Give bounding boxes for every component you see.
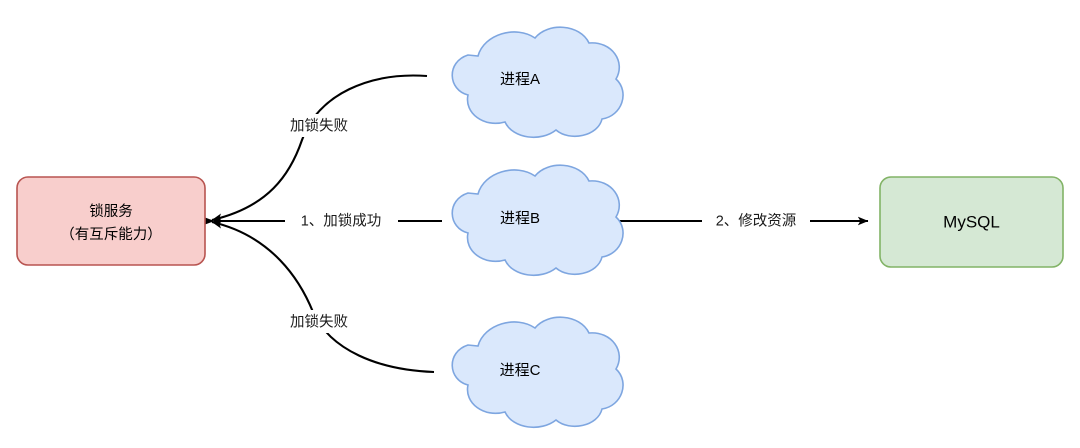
edge-label-c-text: 加锁失败 bbox=[290, 313, 348, 330]
process-b-cloud[interactable] bbox=[451, 164, 624, 276]
edge-label-b: 1、加锁成功 bbox=[285, 210, 398, 233]
edge-label-b-mysql-text: 2、修改资源 bbox=[716, 212, 797, 229]
edge-line-a bbox=[211, 74, 428, 222]
edge-label-c-bg bbox=[275, 310, 363, 333]
mysql-label: MySQL bbox=[943, 212, 1000, 231]
process-a-label: 进程A bbox=[500, 71, 540, 88]
edge-process-a-to-lock-service bbox=[211, 74, 428, 222]
edge-label-a-text: 加锁失败 bbox=[290, 117, 348, 134]
lock-service-label-line2: （有互斥能力） bbox=[60, 226, 162, 243]
node-lock-service[interactable]: 锁服务 （有互斥能力） bbox=[16, 176, 206, 266]
edge-line-c bbox=[211, 220, 435, 374]
node-mysql[interactable]: MySQL bbox=[879, 176, 1064, 268]
lock-service-box[interactable] bbox=[16, 176, 206, 266]
edge-label-a-bg bbox=[275, 114, 363, 137]
edge-label-b-bg bbox=[285, 210, 398, 233]
process-a-cloud[interactable] bbox=[451, 26, 624, 138]
edge-label-c: 加锁失败 bbox=[275, 310, 363, 333]
mysql-box[interactable] bbox=[879, 176, 1064, 268]
node-process-b[interactable]: 进程B bbox=[451, 164, 624, 276]
edge-process-c-to-lock-service bbox=[211, 220, 435, 374]
process-c-cloud[interactable] bbox=[451, 316, 624, 428]
edge-label-b-text: 1、加锁成功 bbox=[301, 212, 382, 229]
node-process-a[interactable]: 进程A bbox=[451, 26, 624, 138]
edge-label-b-mysql: 2、修改资源 bbox=[702, 210, 810, 233]
lock-service-label-line1: 锁服务 bbox=[89, 203, 133, 220]
process-b-label: 进程B bbox=[500, 210, 540, 227]
edge-label-b-mysql-bg bbox=[702, 210, 810, 233]
node-process-c[interactable]: 进程C bbox=[451, 316, 624, 428]
process-c-label: 进程C bbox=[500, 362, 541, 379]
edge-label-a: 加锁失败 bbox=[275, 114, 363, 137]
